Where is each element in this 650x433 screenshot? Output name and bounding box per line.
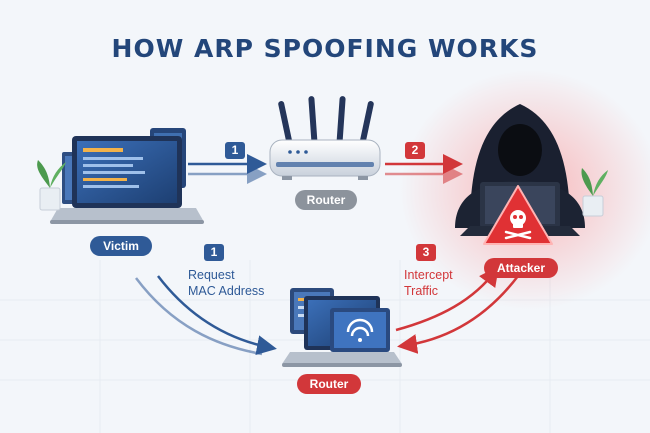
- left-step-label-line1: Request: [188, 268, 235, 282]
- router-bottom-label: Router: [297, 374, 361, 394]
- router-top-label: Router: [295, 190, 357, 210]
- victim-laptop-icon: [37, 128, 204, 224]
- router-bottom-laptop-icon: [282, 288, 402, 367]
- router-top-icon: [269, 96, 381, 180]
- arrow-victim-to-router: [188, 154, 267, 184]
- left-step-label: Request MAC Address: [188, 267, 264, 299]
- left-step-label-line2: MAC Address: [188, 284, 265, 298]
- step-badge-left: 1: [204, 244, 224, 261]
- right-step-label-line2: Traffic: [404, 284, 439, 298]
- arrow-victim-to-bottom-router: [135, 275, 277, 356]
- right-step-label: Intercept Traffic: [404, 267, 453, 299]
- step-badge-top-right: 2: [405, 142, 425, 159]
- arrow-router-to-attacker: [385, 154, 463, 184]
- attacker-label: Attacker: [484, 258, 558, 278]
- right-step-label-line1: Intercept: [404, 268, 453, 282]
- step-badge-top-left: 1: [225, 142, 245, 159]
- victim-label: Victim: [90, 236, 152, 256]
- step-badge-right: 3: [416, 244, 436, 261]
- page-title: HOW ARP SPOOFING WORKS: [111, 34, 539, 63]
- arrow-bottom-router-to-attacker: [395, 265, 519, 354]
- warning-skull-icon: [483, 185, 553, 245]
